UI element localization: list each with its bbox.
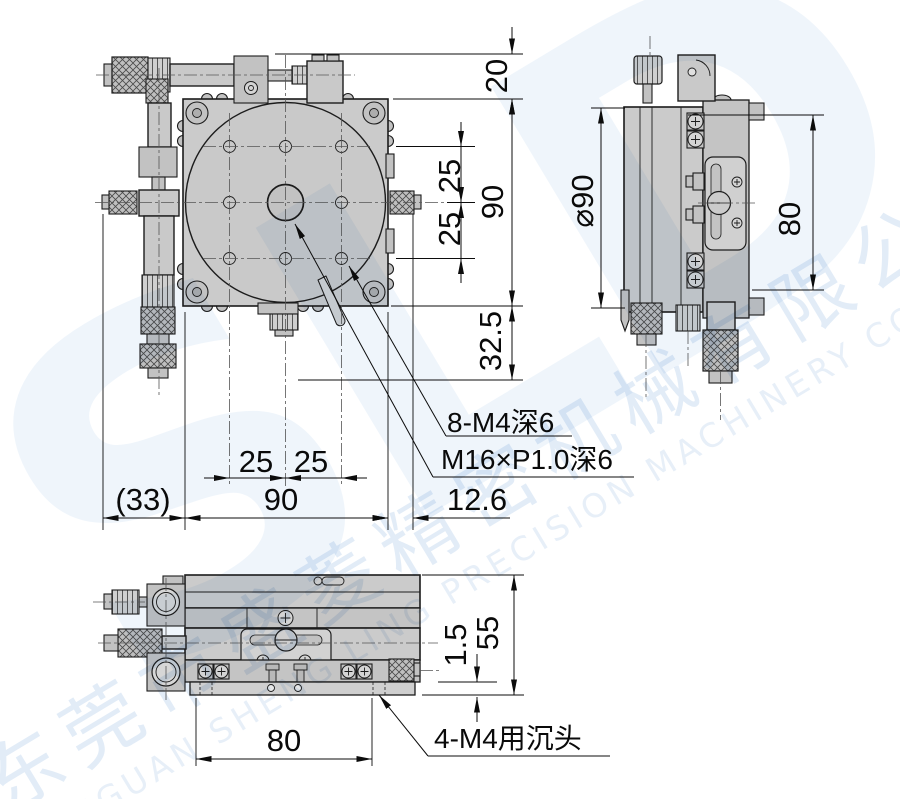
dim-label-25-lower: 25 bbox=[432, 211, 467, 247]
front-centerlines bbox=[95, 55, 445, 486]
left-micrometer-column bbox=[101, 102, 180, 379]
corner-screws bbox=[185, 101, 386, 304]
dim-label-1-5: 1.5 bbox=[438, 623, 473, 667]
bottom-centerlines bbox=[93, 578, 442, 700]
side-top-bracket bbox=[677, 54, 716, 102]
bottom-view-drawing bbox=[93, 574, 442, 700]
dim-label-25-upper: 25 bbox=[432, 158, 467, 194]
side-view-drawing bbox=[620, 36, 765, 420]
dim-label-90-vertical: 90 bbox=[475, 184, 510, 220]
dim-label-90-horizontal: 90 bbox=[263, 482, 299, 517]
dim-label-80-side: 80 bbox=[772, 201, 807, 237]
dim-label-12-6: 12.6 bbox=[446, 482, 508, 517]
dim-label-32-5: 32.5 bbox=[473, 310, 508, 372]
bottom-adjuster-knob bbox=[257, 302, 299, 337]
base-flange bbox=[189, 681, 416, 696]
dimension-lines bbox=[102, 27, 824, 766]
dim-label-dia90: ⌀90 bbox=[565, 174, 600, 228]
callout-4-m4-countersink: 4-M4用沉头 bbox=[434, 723, 582, 754]
right-adjuster-knob bbox=[385, 153, 422, 254]
side-centerlines bbox=[645, 36, 757, 420]
side-top-knob bbox=[633, 55, 663, 104]
leader-lines bbox=[294, 223, 634, 757]
dim-label-55: 55 bbox=[470, 615, 505, 651]
dim-label-25-right: 25 bbox=[293, 444, 329, 479]
front-view-drawing bbox=[95, 54, 445, 486]
callout-8-m4-depth-6: 8-M4深6 bbox=[447, 407, 555, 438]
dim-label-20: 20 bbox=[479, 58, 514, 94]
dim-label-80-bottom: 80 bbox=[266, 723, 302, 758]
dim-label-33: (33) bbox=[115, 482, 171, 517]
rotation-pointer bbox=[317, 275, 346, 327]
dim-label-25-left: 25 bbox=[238, 444, 274, 479]
side-screws bbox=[685, 112, 705, 289]
bottom-plate-screws bbox=[197, 663, 373, 683]
callout-m16-p1-depth-6: M16×P1.0深6 bbox=[441, 444, 613, 475]
side-mounting-plate bbox=[704, 156, 747, 251]
